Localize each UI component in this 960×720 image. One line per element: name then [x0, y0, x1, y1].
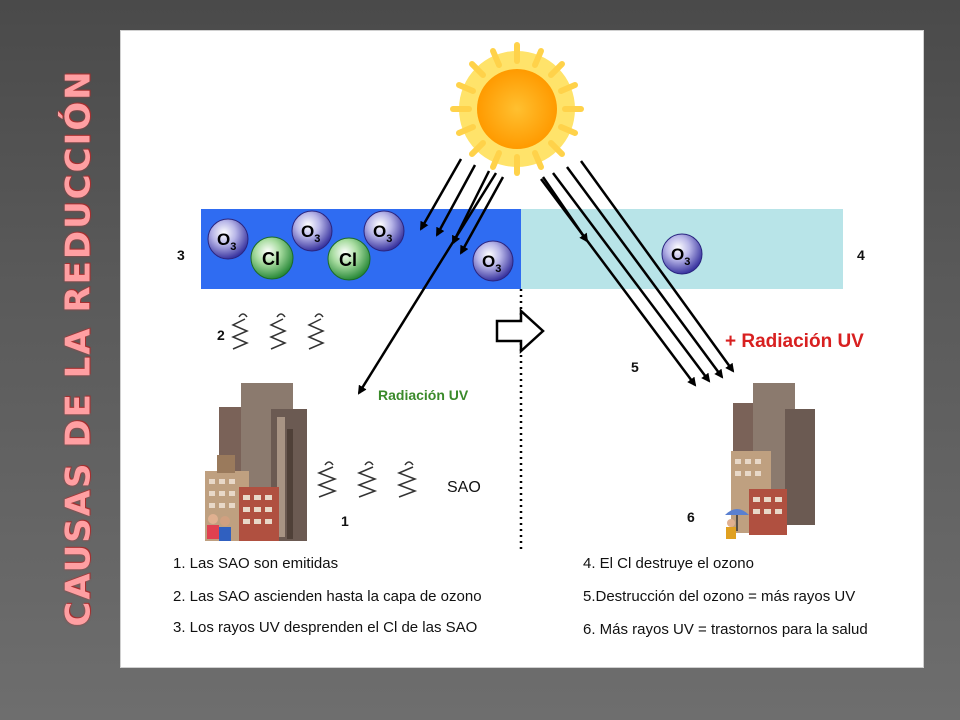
ozone-molecule: [207, 218, 249, 260]
diagram-panel: O3 O3 O3 O3 O3 Cl Cl: [120, 30, 924, 668]
chlorine-label: Cl: [339, 250, 357, 270]
ozone-molecule: [661, 233, 703, 275]
slide-title: Causas de la reducción: [59, 69, 99, 627]
uv-ray-to-city-left: [357, 172, 498, 395]
caption-right-1: 4. El Cl destruye el ozono: [583, 555, 754, 572]
ozone-molecule: [363, 210, 405, 252]
city-icon-left: [205, 383, 307, 541]
caption-left-2: 2. Las SAO ascienden hasta la capa de oz…: [173, 588, 482, 605]
ozone-molecule: [291, 210, 333, 252]
chlorine-atom: [327, 237, 371, 281]
sun-icon: [450, 42, 584, 176]
step-number-3: 3: [177, 247, 185, 263]
sao-zigzags-lower: [316, 461, 418, 498]
uv-label-left: Radiación UV: [378, 387, 469, 403]
caption-left-1: 1. Las SAO son emitidas: [173, 555, 339, 572]
chlorine-label: Cl: [262, 249, 280, 269]
transition-arrow-icon: [495, 308, 545, 354]
caption-right-2: 5.Destrucción del ozono = más rayos UV: [583, 588, 856, 605]
city-icon-right: [725, 383, 815, 539]
caption-right-3: 6. Más rayos UV = trastornos para la sal…: [583, 621, 868, 638]
sao-label: SAO: [447, 479, 481, 496]
uv-label-right: + Radiación UV: [725, 331, 864, 352]
step-number-5: 5: [631, 359, 639, 375]
step-number-4: 4: [857, 247, 865, 263]
ozone-diagram: O3 O3 O3 O3 O3 Cl Cl: [201, 42, 843, 549]
sao-zigzags-upper: [231, 313, 325, 350]
caption-left-3: 3. Los rayos UV desprenden el Cl de las …: [173, 619, 478, 636]
step-number-2: 2: [217, 327, 225, 343]
slide-title-container: Causas de la reducción: [24, 48, 134, 648]
chlorine-atom: [250, 236, 294, 280]
ozone-molecule: [472, 240, 514, 282]
uv-rays-right: [539, 160, 735, 387]
step-number-1: 1: [341, 513, 349, 529]
step-number-6: 6: [687, 509, 695, 525]
